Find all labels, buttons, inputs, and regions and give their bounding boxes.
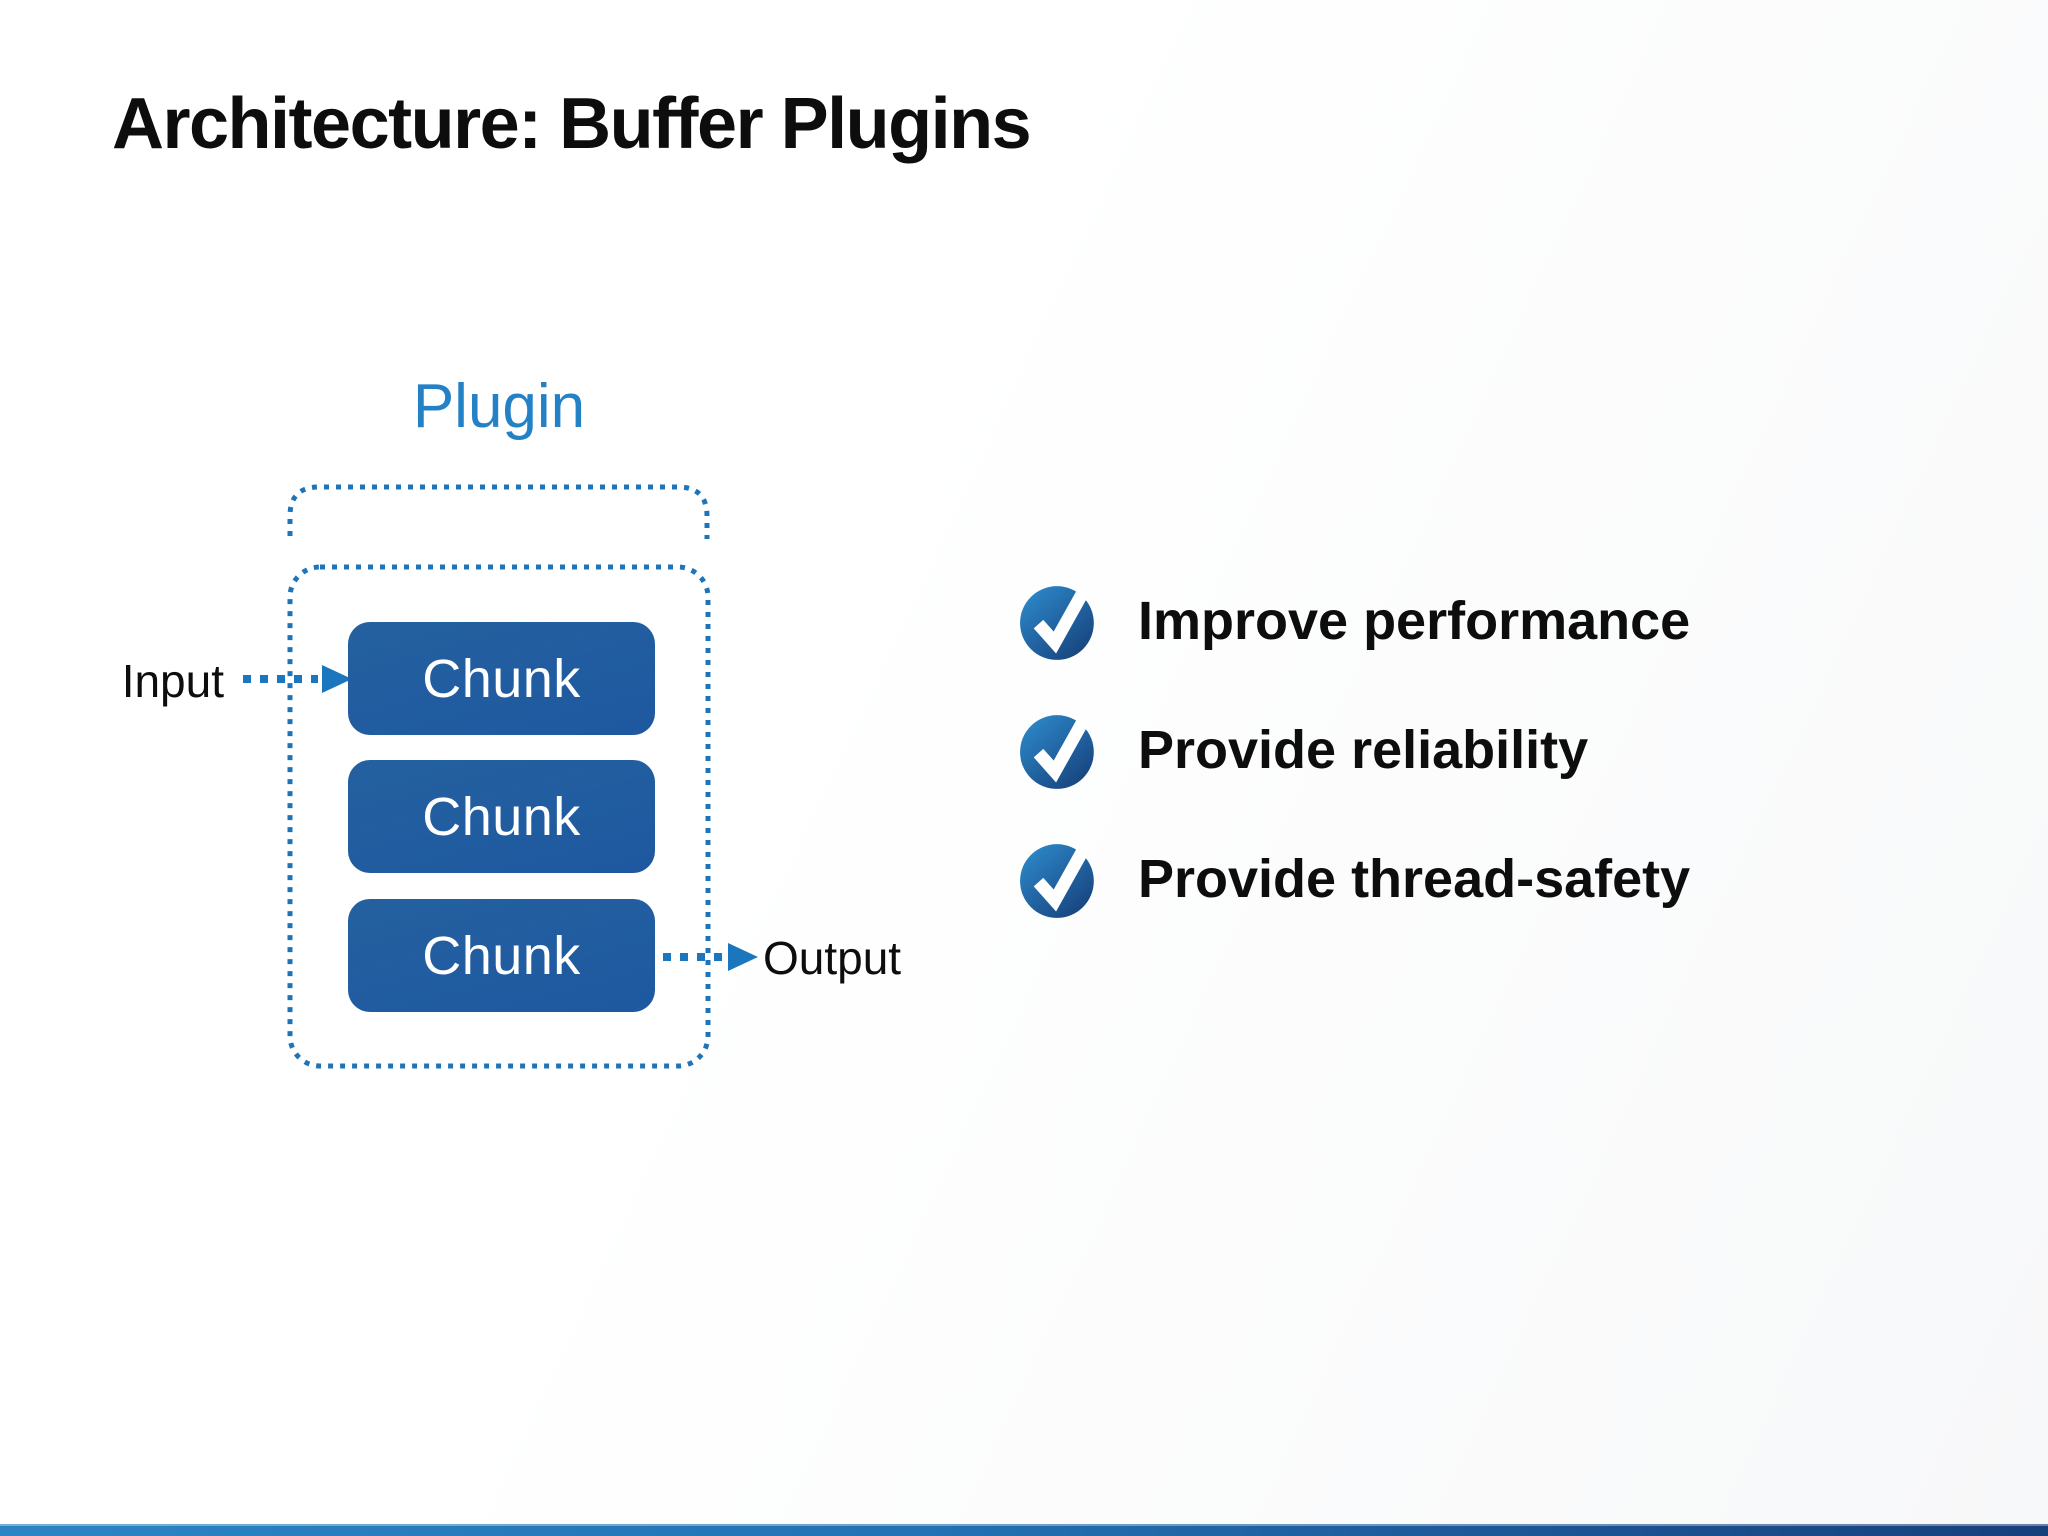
chunk-label: Chunk: [422, 925, 581, 986]
plugin-container-outline: [287, 564, 711, 1069]
check-circle-icon: [1020, 586, 1094, 660]
plugin-label: Plugin: [412, 372, 586, 441]
slide-title: Architecture: Buffer Plugins: [112, 84, 1032, 164]
input-arrow-head-icon: [322, 665, 352, 693]
input-label: Input: [121, 655, 224, 707]
chunk-box-2: Chunk: [348, 760, 655, 873]
output-arrow-head-icon: [728, 943, 758, 971]
chunk-box-1: Chunk: [348, 622, 655, 735]
bullet-row: Provide thread-safety: [1018, 837, 1690, 921]
chunk-box-3: Chunk: [348, 899, 655, 1012]
check-mark: [1033, 846, 1090, 912]
chunk-label: Chunk: [422, 648, 581, 709]
bullet-label: Provide thread-safety: [1138, 849, 1691, 909]
chunk-label: Chunk: [422, 786, 581, 847]
bullet-row: Improve performance: [1018, 579, 1690, 663]
check-mark: [1033, 588, 1090, 654]
check-circle-icon: [1020, 844, 1094, 918]
bullet-row: Provide reliability: [1018, 708, 1588, 792]
plugin-stack-outline: [287, 484, 710, 539]
footer-accent-bar: [0, 1524, 2048, 1536]
bullet-label: Provide reliability: [1138, 720, 1589, 780]
check-mark: [1033, 717, 1090, 783]
check-circle-icon: [1020, 715, 1094, 789]
output-label: Output: [763, 932, 902, 984]
bullet-label: Improve performance: [1138, 591, 1691, 651]
